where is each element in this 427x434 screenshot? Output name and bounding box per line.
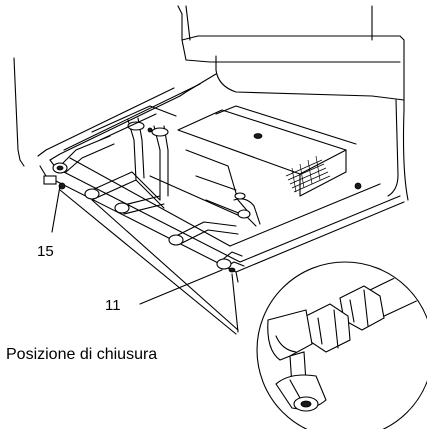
- callout-11: 11: [105, 297, 121, 314]
- top-pipes: [177, 5, 373, 41]
- valve-fittings: [43, 162, 236, 273]
- control-box: [177, 105, 362, 197]
- leader-lines: [51, 185, 239, 335]
- connection-pipes: [61, 135, 245, 269]
- callout-15: 15: [37, 243, 54, 260]
- boiler-casing: [13, 35, 409, 283]
- valve-closed-detail: [267, 263, 427, 412]
- closed-position-caption: Posizione di chiusura: [4, 346, 160, 363]
- detail-magnifier: [256, 261, 427, 434]
- internal-pipework: [91, 105, 261, 227]
